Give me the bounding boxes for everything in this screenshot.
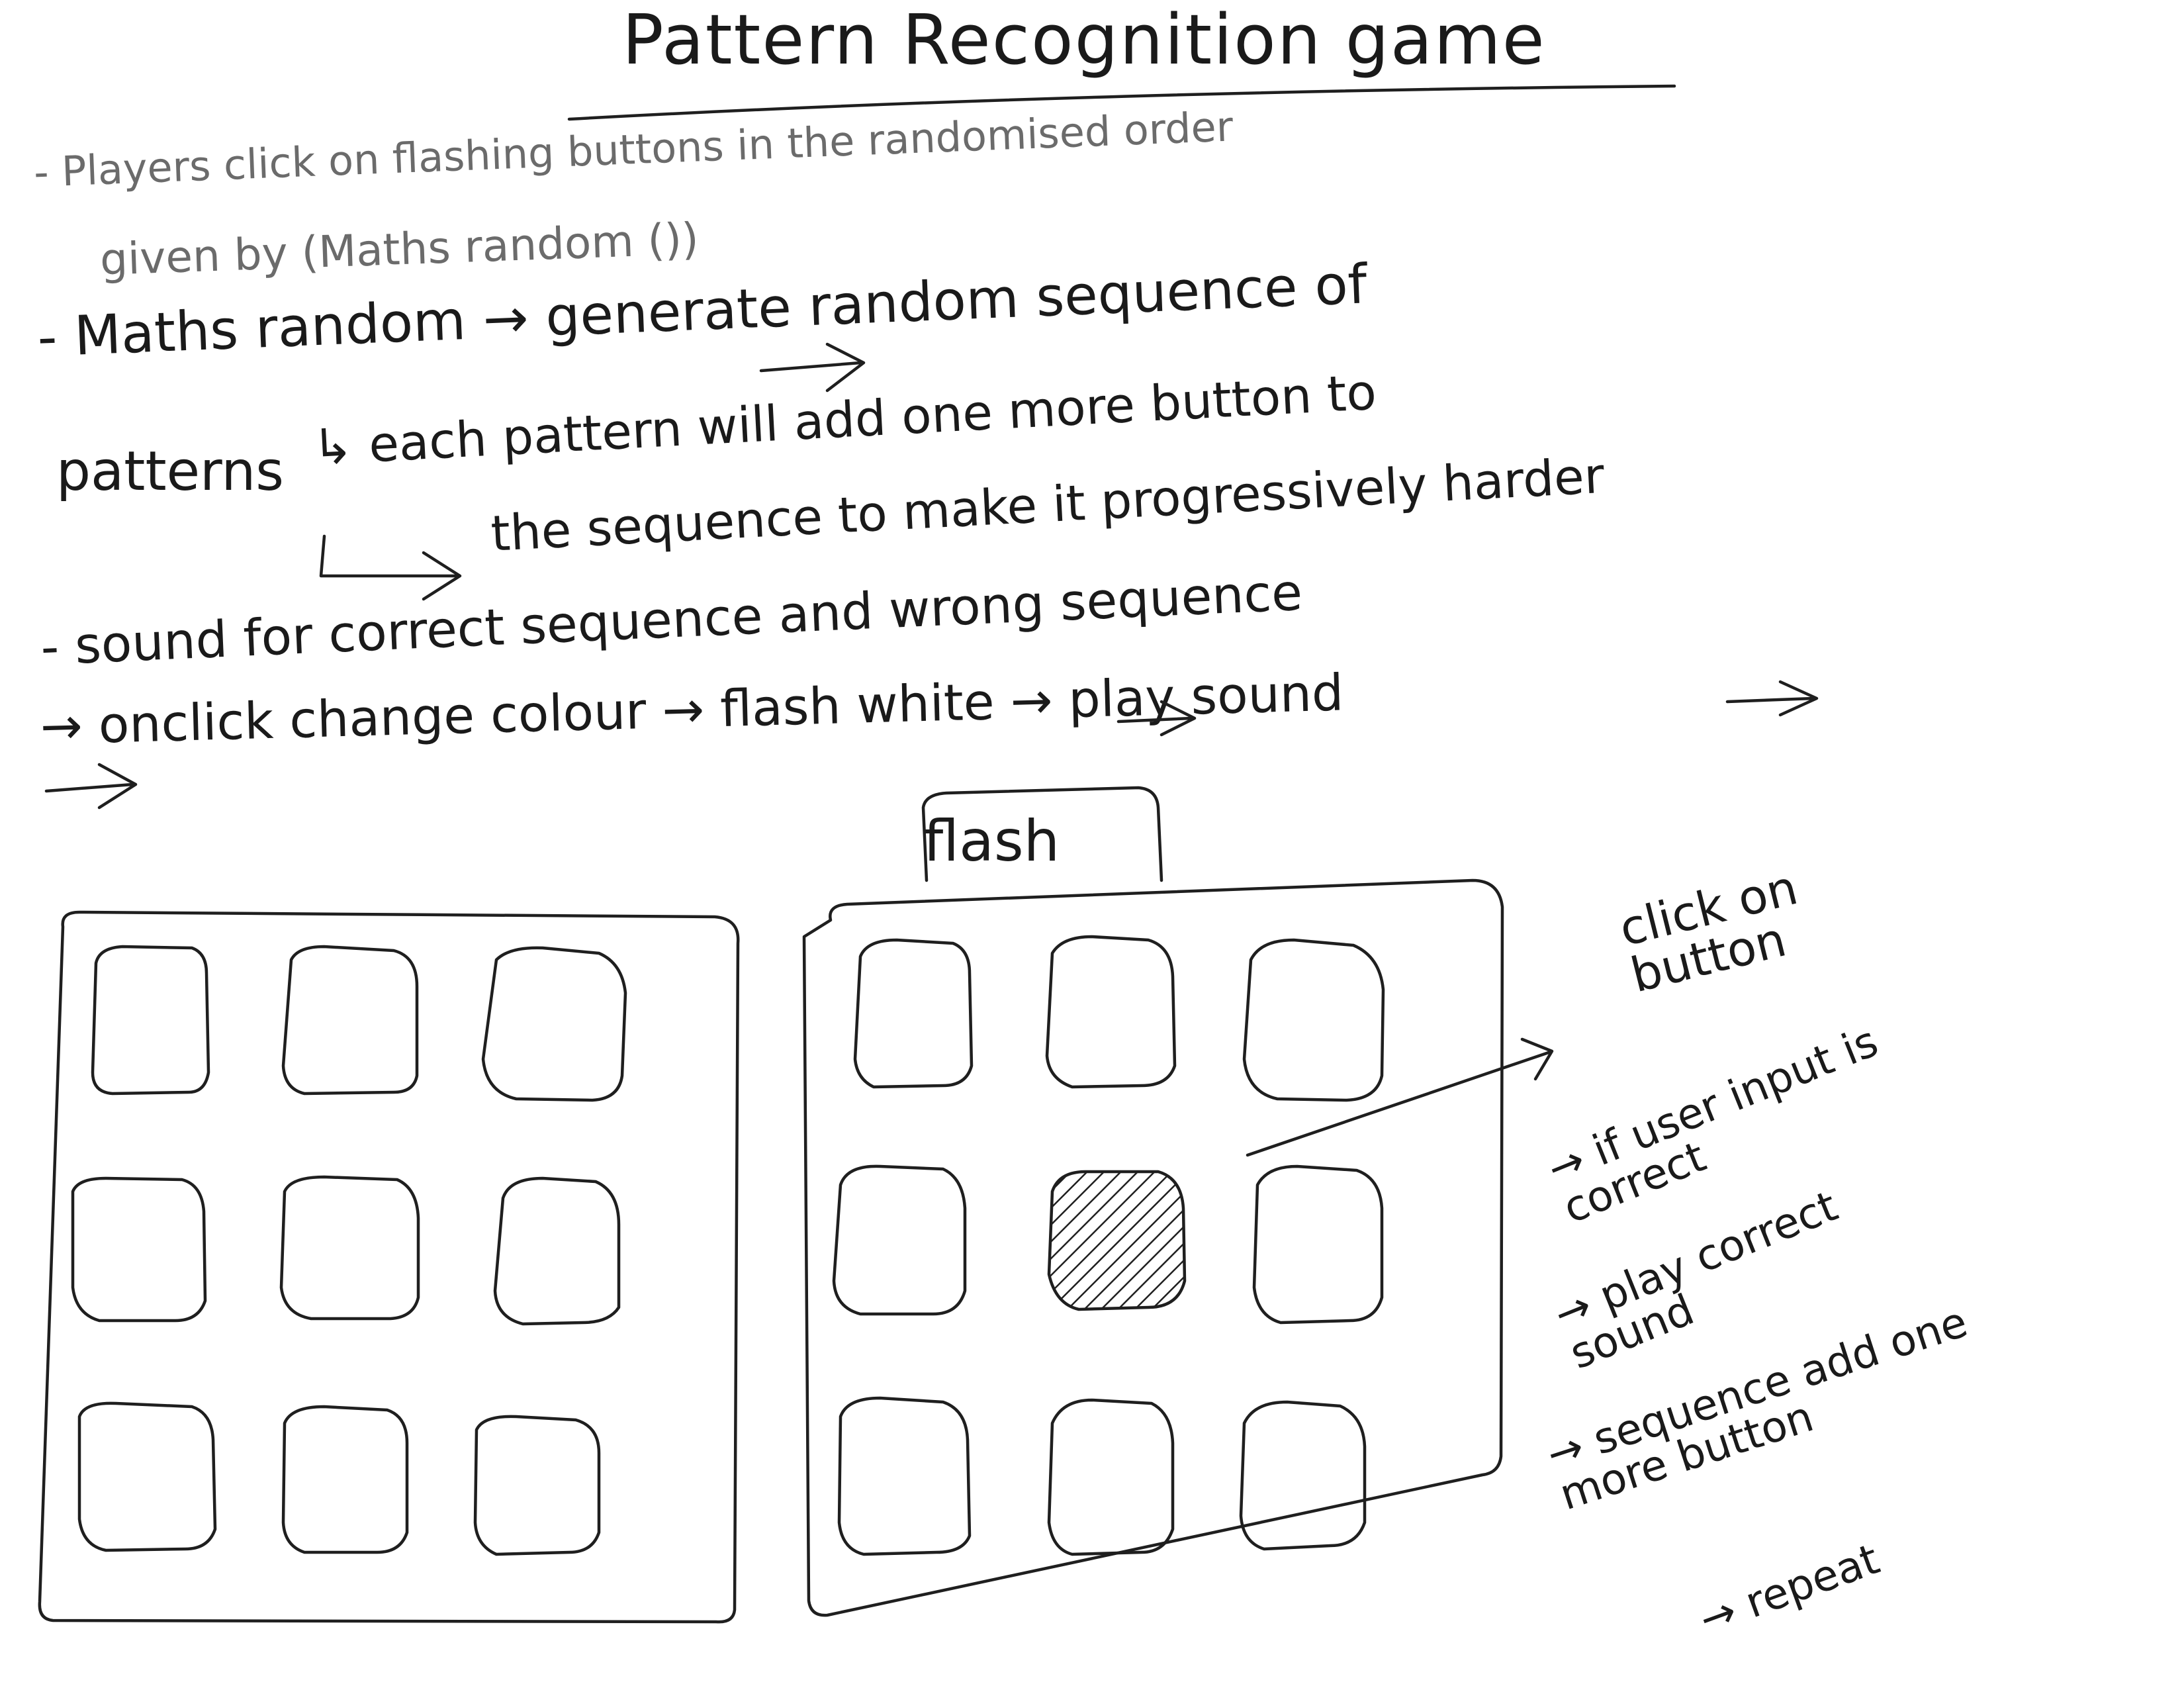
grid-button[interactable] xyxy=(1045,935,1177,1089)
grid-button[interactable] xyxy=(1252,1164,1384,1325)
arrow-maths-random xyxy=(759,342,866,393)
flash-grid xyxy=(802,878,1504,1617)
grid-button[interactable] xyxy=(837,1396,972,1556)
flash-label: flash xyxy=(923,808,1060,874)
grid-button[interactable] xyxy=(71,1176,207,1323)
note-line-2b: patterns xyxy=(56,440,285,503)
grid-button[interactable] xyxy=(77,1401,217,1552)
page-title: Pattern Recognition game xyxy=(622,0,1546,80)
grid-button[interactable] xyxy=(91,945,210,1096)
arrow-to-flow xyxy=(1246,1037,1554,1157)
grid-button[interactable] xyxy=(281,1405,409,1554)
grid-button[interactable] xyxy=(493,1176,621,1326)
arrow-onclick xyxy=(44,763,138,810)
arrow-hook-each-pattern xyxy=(319,534,462,601)
arrow-change-colour xyxy=(1116,700,1197,737)
grid-button[interactable] xyxy=(1239,1400,1367,1551)
grid-button[interactable] xyxy=(832,1164,967,1316)
arrow-flash-white xyxy=(1725,680,1819,717)
grid-button-flashing[interactable] xyxy=(1047,1170,1187,1311)
grid-button[interactable] xyxy=(473,1415,601,1556)
grid-button[interactable] xyxy=(279,1175,420,1321)
grid-button[interactable] xyxy=(1242,938,1385,1102)
flash-bracket xyxy=(921,786,1163,882)
grid-button[interactable] xyxy=(281,945,419,1096)
grid-button[interactable] xyxy=(481,946,627,1102)
grid-button[interactable] xyxy=(853,938,974,1089)
idle-grid xyxy=(38,910,740,1624)
grid-button[interactable] xyxy=(1047,1398,1175,1556)
title-underline xyxy=(567,84,1676,121)
